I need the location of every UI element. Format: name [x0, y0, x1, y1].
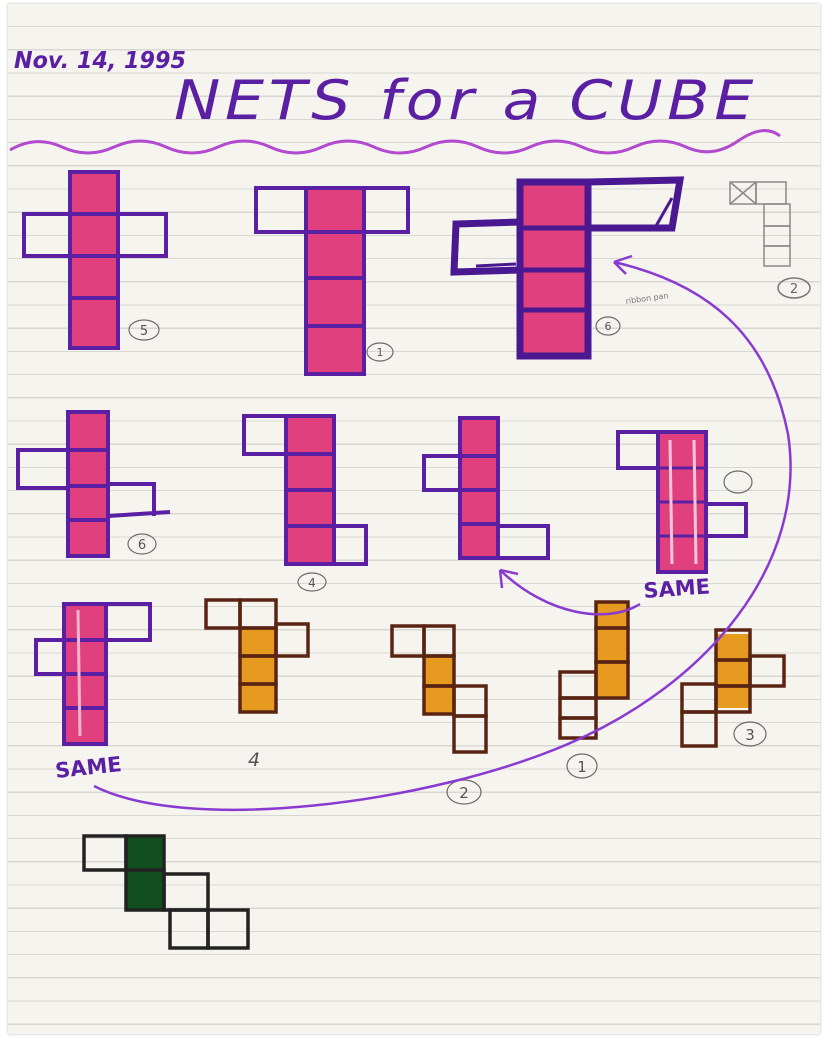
same-label-left: SAME	[54, 752, 123, 783]
net-orange-3: 1	[560, 602, 628, 778]
net-pink-3: ribbon pan 6	[454, 180, 680, 356]
net-number-label: 1	[577, 758, 587, 776]
net-pink-6	[424, 418, 548, 558]
net-orange-4: 3	[682, 630, 784, 746]
net-number-label: 6	[138, 538, 146, 553]
net-green-1	[84, 836, 248, 948]
net-pink-4: 6	[18, 412, 170, 556]
net-pink-7	[618, 432, 752, 572]
net-pink-2: 1	[256, 188, 408, 374]
net-orange-1: 4	[206, 600, 308, 771]
date-label: Nov. 14, 1995	[14, 48, 186, 74]
same-label-right: SAME	[643, 574, 711, 603]
net-number-label: 3	[745, 726, 755, 744]
net-number-label: 2	[459, 784, 469, 802]
title-wavy-underline	[10, 131, 780, 153]
net-number-label: 4	[248, 749, 260, 771]
nets-drawing: Nov. 14, 1995 NETS for a CUBE 5 1 ribbon…	[8, 4, 820, 1034]
net-pink-5: 4	[244, 416, 366, 591]
net-gray-1: 2	[730, 182, 810, 298]
paper-sheet: Nov. 14, 1995 NETS for a CUBE 5 1 ribbon…	[8, 4, 820, 1034]
net-number-label: 5	[140, 324, 148, 339]
net-number-label: 1	[377, 346, 384, 359]
net-number-label: 6	[605, 320, 612, 333]
scribble-note: ribbon pan	[625, 291, 669, 306]
net-pink-8	[36, 604, 150, 744]
net-number-label: 4	[308, 576, 316, 590]
net-number-label: 2	[790, 282, 798, 297]
page-title: NETS for a CUBE	[174, 69, 758, 132]
net-pink-1: 5	[24, 172, 166, 348]
